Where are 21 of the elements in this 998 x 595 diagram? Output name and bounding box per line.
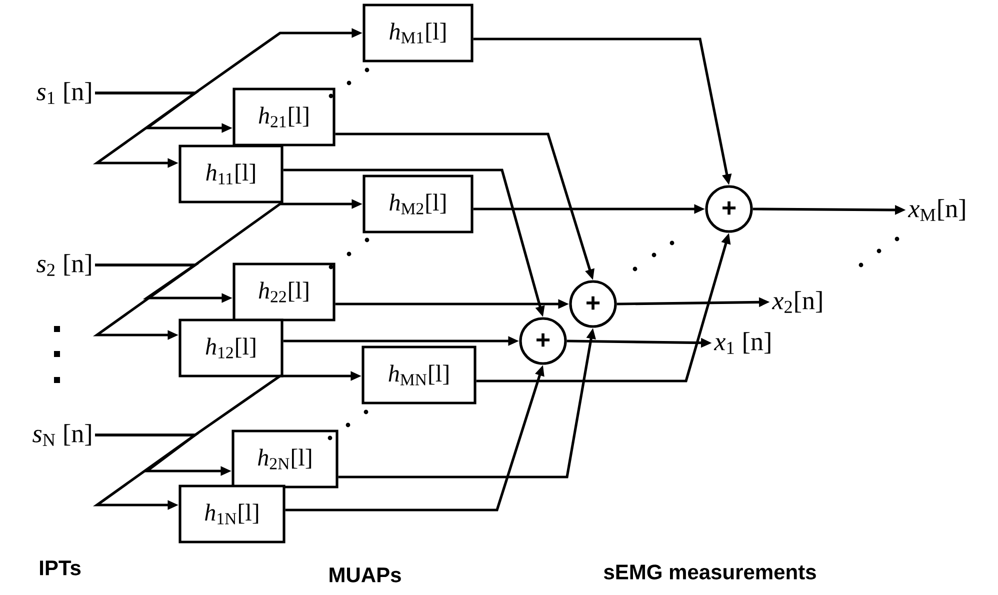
signal-label: s$_{1}$ [n] [36,82,91,104]
column-heading: MUAPs [330,568,401,582]
filter-box: h$_{MN}$[l] [362,346,476,404]
filter-box: h$_{M2}$[l] [362,174,474,234]
filter-box: h$_{21}$[l] [232,88,336,146]
signal-label: s$_{2}$ [n] [36,254,91,276]
filter-box: h$_{1N}$[l] [178,484,286,544]
filter-box: h$_{12}$[l] [178,318,284,378]
summing-junction: + [569,280,617,328]
column-heading: sEMG measurements [604,564,816,580]
filter-box: h$_{M1}$[l] [362,4,474,62]
column-heading: IPTs [40,560,81,576]
signal-label: x$_{1}$ [n] [714,332,770,354]
summing-junction: + [705,185,753,233]
filter-box: h$_{22}$[l] [232,262,336,322]
filter-box: h$_{2N}$[l] [232,430,338,488]
signal-label: x$_{2}$[n] [772,291,822,313]
summing-junction: + [519,317,567,365]
signal-label: s$_{N}$ [n] [32,424,91,446]
filter-box: h$_{11}$[l] [178,144,284,204]
signal-label: x$_{M}$[n] [908,199,965,221]
